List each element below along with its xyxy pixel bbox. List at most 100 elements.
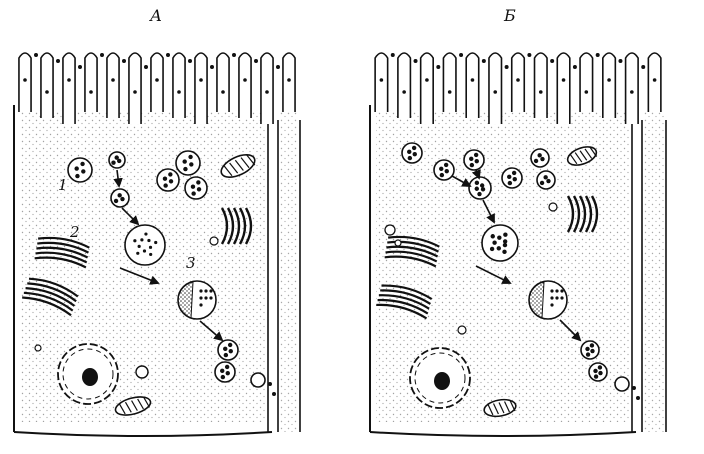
- basal-membrane: [14, 432, 272, 436]
- microvillus: [603, 53, 616, 118]
- vesicle-content: [474, 153, 478, 157]
- vesicle: [218, 340, 238, 360]
- microvillus: [398, 53, 411, 118]
- endosome: [125, 225, 165, 265]
- microvillus-particle: [607, 78, 611, 82]
- microvillus-particle: [630, 90, 634, 94]
- vesicle-content: [147, 239, 150, 242]
- vesicle-content: [590, 349, 594, 353]
- microvillus: [129, 53, 141, 124]
- vesicle-content: [480, 183, 484, 187]
- vesicle-content: [413, 152, 417, 156]
- label-number-2: 2: [70, 223, 80, 241]
- vesicle: [157, 169, 179, 191]
- surface-particle: [550, 59, 554, 63]
- vesicle-content: [598, 365, 602, 369]
- vesicle: [402, 143, 422, 163]
- basolateral-vesicle: [251, 373, 265, 387]
- vesicle-content: [182, 159, 186, 163]
- surface-particle: [276, 65, 280, 69]
- nucleolus: [434, 372, 450, 390]
- microvillus-particle: [89, 90, 93, 94]
- released-particle: [272, 392, 276, 396]
- microvillus-particle: [402, 90, 406, 94]
- vesicle-content: [440, 173, 444, 177]
- surface-particle: [232, 53, 236, 57]
- vesicle: [589, 363, 607, 381]
- vesicle-content: [502, 250, 506, 254]
- microvillus-particle: [562, 78, 566, 82]
- microvillus-particle: [653, 78, 657, 82]
- vesicle-content: [114, 199, 118, 203]
- vesicle-content: [209, 289, 212, 292]
- small-vesicle: [210, 237, 218, 245]
- vesicle-content: [117, 193, 121, 197]
- vesicle-content: [168, 172, 172, 176]
- vesicle-content: [209, 296, 212, 299]
- microvillus: [375, 53, 388, 112]
- vesicle-content: [546, 179, 550, 183]
- microvillus-particle: [177, 90, 181, 94]
- label-number-3: 3: [186, 254, 196, 272]
- vesicle-content: [445, 169, 449, 173]
- microvillus-particle: [133, 90, 137, 94]
- microvillus: [261, 53, 273, 124]
- microvillus: [217, 53, 229, 112]
- vesicle-content: [439, 167, 443, 171]
- vesicle: [502, 168, 522, 188]
- vesicle-content: [120, 197, 124, 201]
- vesicle-content: [191, 185, 195, 189]
- microvillus-particle: [516, 78, 520, 82]
- microvillus: [557, 53, 570, 124]
- vesicle-content: [503, 232, 507, 236]
- surface-particle: [482, 59, 486, 63]
- surface-particle: [641, 65, 645, 69]
- vesicle-content: [477, 192, 481, 196]
- surface-particle: [414, 59, 418, 63]
- vesicle-content: [144, 232, 147, 235]
- vesicle-content: [196, 180, 200, 184]
- vesicle-content: [490, 247, 494, 251]
- vesicle-content: [475, 187, 479, 191]
- vesicle-content: [199, 289, 202, 292]
- vesicle-content: [444, 163, 448, 167]
- microvillus: [421, 53, 434, 124]
- microvillus: [19, 53, 31, 112]
- vesicle: [537, 171, 555, 189]
- vesicle-content: [543, 175, 547, 179]
- vesicle-content: [407, 150, 411, 154]
- microvillus-particle: [265, 90, 269, 94]
- vesicle: [176, 151, 200, 175]
- surface-particle: [78, 65, 82, 69]
- surface-particle: [618, 59, 622, 63]
- vesicle-content: [540, 181, 544, 185]
- vesicle-content: [497, 246, 501, 250]
- vesicle-content: [75, 174, 79, 178]
- basolateral-vesicle: [615, 377, 629, 391]
- surface-particle: [505, 65, 509, 69]
- surface-particle: [144, 65, 148, 69]
- vesicle-content: [560, 289, 563, 292]
- vesicle-content: [183, 167, 187, 171]
- released-particle: [636, 396, 640, 400]
- vesicle: [464, 150, 484, 170]
- neighbour-cytoplasm: [280, 110, 298, 432]
- microvillus-particle: [425, 78, 429, 82]
- surface-particle: [166, 53, 170, 57]
- vesicle-content: [492, 241, 496, 245]
- microvillus: [648, 53, 661, 112]
- vesicle-content: [555, 289, 558, 292]
- vesicle-content: [149, 253, 152, 256]
- microvillus-particle: [471, 78, 475, 82]
- surface-particle: [436, 65, 440, 69]
- vesicle-content: [540, 157, 544, 161]
- surface-particle: [459, 53, 463, 57]
- microvillus: [466, 53, 479, 118]
- vesicle-content: [138, 245, 141, 248]
- microvillus: [535, 53, 548, 118]
- vesicle-content: [550, 296, 553, 299]
- vesicle-content: [188, 155, 192, 159]
- microvillus-particle: [221, 90, 225, 94]
- vesicle-content: [469, 157, 473, 161]
- vesicle-content: [593, 369, 597, 373]
